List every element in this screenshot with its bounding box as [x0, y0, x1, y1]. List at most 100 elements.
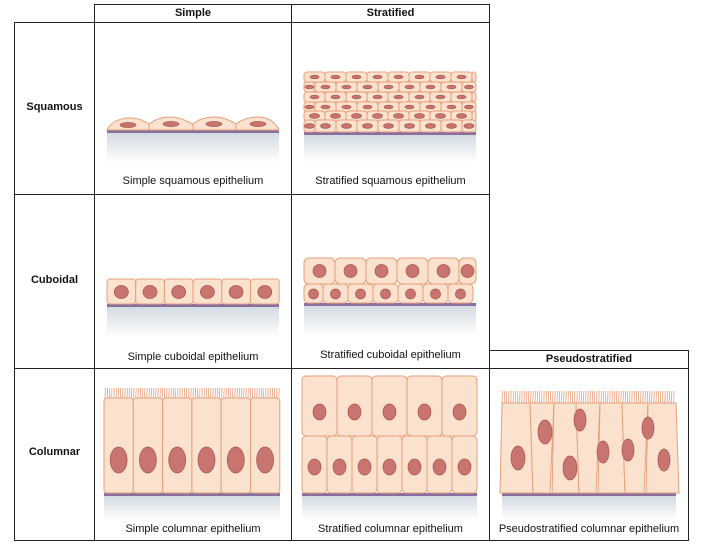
- nucleus: [446, 104, 457, 110]
- cell: [529, 402, 555, 494]
- nucleus: [309, 113, 320, 119]
- nucleus: [383, 123, 394, 129]
- nucleus: [139, 446, 157, 474]
- nucleus: [330, 74, 341, 80]
- nucleus: [320, 123, 331, 129]
- nucleus: [380, 288, 391, 300]
- cell: [220, 397, 251, 494]
- cell: [132, 397, 164, 494]
- nucleus: [341, 84, 352, 90]
- nucleus: [457, 458, 472, 476]
- nucleus: [436, 264, 451, 278]
- nucleus: [425, 123, 436, 129]
- nucleus: [320, 84, 331, 90]
- caption-stratified-squamous: Stratified squamous epithelium: [315, 175, 466, 187]
- nucleus: [347, 403, 362, 421]
- nucleus: [256, 446, 274, 474]
- column-header-stratified: Stratified: [366, 7, 415, 19]
- nucleus: [404, 84, 415, 90]
- nucleus: [393, 113, 404, 119]
- nucleus: [362, 104, 373, 110]
- nucleus: [435, 74, 446, 80]
- nucleus: [257, 285, 273, 299]
- nucleus: [464, 84, 474, 90]
- nucleus: [341, 123, 352, 129]
- nucleus: [200, 285, 215, 299]
- nucleus: [456, 74, 467, 80]
- nucleus: [309, 94, 320, 100]
- row-label-columnar: Columnar: [28, 446, 81, 458]
- nucleus: [456, 94, 467, 100]
- nucleus: [372, 94, 383, 100]
- cell: [103, 397, 134, 494]
- nucleus: [362, 123, 373, 129]
- nucleus: [463, 123, 475, 129]
- nucleus: [435, 94, 446, 100]
- nucleus: [330, 94, 341, 100]
- nucleus: [446, 84, 457, 90]
- nucleus: [382, 458, 397, 476]
- nucleus: [425, 84, 436, 90]
- nucleus: [456, 113, 467, 119]
- column-header-pseudostratified: Pseudostratified: [545, 353, 633, 365]
- nucleus: [113, 285, 129, 299]
- nucleus: [304, 84, 315, 90]
- nucleus: [510, 445, 526, 471]
- nucleus: [228, 285, 244, 299]
- simple-cuboidal-illustration: [106, 278, 280, 337]
- caption-pseudostratified-columnar: Pseudostratified columnar epithelium: [498, 523, 680, 535]
- nucleus: [341, 104, 352, 110]
- nucleus: [404, 123, 415, 129]
- nucleus: [455, 288, 466, 300]
- nucleus: [343, 264, 358, 278]
- nucleus: [168, 446, 187, 474]
- nucleus: [562, 455, 578, 481]
- nucleus: [109, 446, 128, 474]
- cell: [162, 397, 193, 494]
- nucleus: [357, 458, 372, 476]
- nucleus: [405, 288, 416, 300]
- nucleus: [307, 458, 322, 476]
- nucleus: [330, 288, 341, 300]
- nucleus: [452, 403, 467, 421]
- nucleus: [641, 416, 655, 440]
- nucleus: [351, 74, 362, 80]
- nucleus: [372, 113, 383, 119]
- nucleus: [312, 264, 327, 278]
- nucleus: [383, 84, 394, 90]
- caption-stratified-cuboidal: Stratified cuboidal epithelium: [320, 349, 461, 361]
- pseudostratified-columnar-illustration: [499, 390, 680, 520]
- row-label-cuboidal: Cuboidal: [30, 274, 79, 286]
- nucleus: [355, 288, 366, 300]
- cell: [471, 91, 477, 103]
- nucleus: [621, 438, 635, 462]
- nucleus: [414, 94, 425, 100]
- nucleus: [657, 448, 671, 472]
- nucleus: [304, 104, 315, 110]
- nucleus: [430, 288, 441, 300]
- nucleus: [351, 94, 362, 100]
- nucleus: [374, 264, 389, 278]
- nucleus: [446, 123, 457, 129]
- row-label-squamous: Squamous: [26, 101, 83, 113]
- cell: [621, 402, 649, 494]
- nucleus: [460, 264, 475, 278]
- nucleus: [464, 104, 474, 110]
- caption-simple-cuboidal: Simple cuboidal epithelium: [127, 351, 259, 363]
- caption-stratified-columnar: Stratified columnar epithelium: [318, 523, 463, 535]
- nucleus: [405, 264, 420, 278]
- nucleus: [383, 104, 394, 110]
- nucleus: [435, 113, 446, 119]
- cell: [250, 397, 281, 494]
- nucleus: [425, 104, 436, 110]
- simple-squamous-illustration: [106, 116, 280, 163]
- column-header-simple: Simple: [174, 7, 212, 19]
- nucleus: [171, 285, 187, 299]
- stratified-squamous-illustration: [303, 71, 477, 162]
- nucleus: [197, 446, 216, 474]
- cell: [471, 71, 477, 83]
- nucleus: [414, 74, 425, 80]
